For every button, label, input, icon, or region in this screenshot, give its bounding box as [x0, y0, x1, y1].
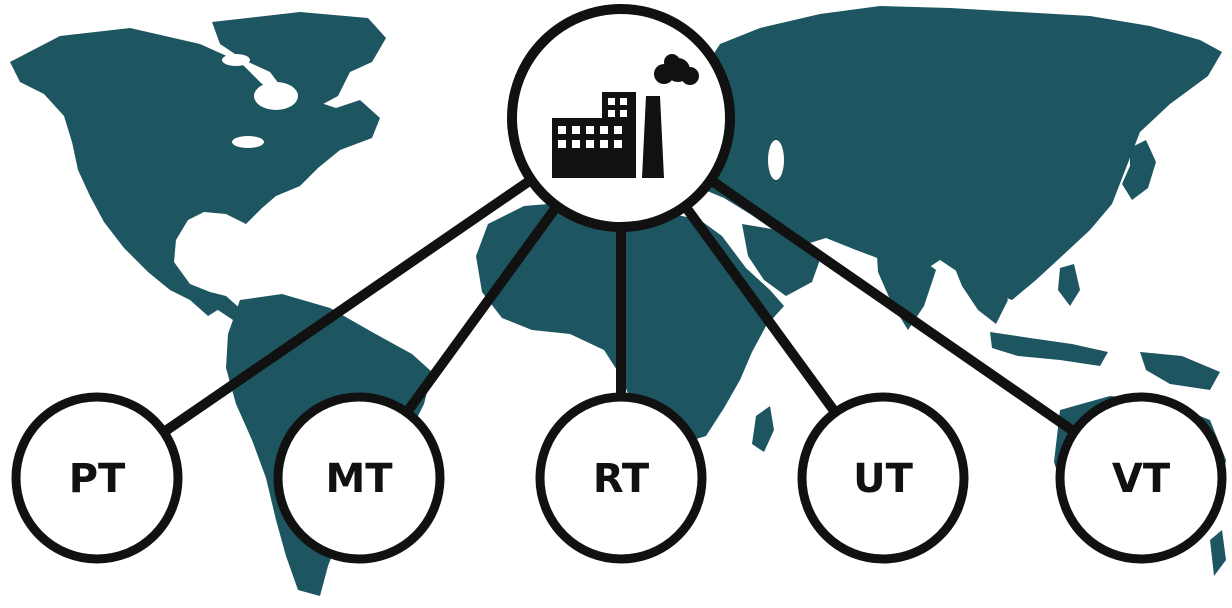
node-vt: VT [1055, 392, 1227, 564]
island-indonesia [990, 332, 1108, 366]
continent-greenland [212, 12, 386, 110]
node-mt-label: MT [325, 456, 393, 502]
node-ut-circle [797, 392, 969, 564]
continent-india [876, 240, 936, 330]
island-philippines [1058, 264, 1080, 306]
connection-line-ut [681, 203, 840, 416]
continent-indochina [950, 256, 1008, 324]
hudson-bay [254, 82, 298, 110]
island-new-guinea [1140, 352, 1220, 390]
arctic-island-gap [222, 54, 250, 66]
caspian-sea [768, 140, 784, 180]
factory-icon [552, 54, 699, 178]
node-mt: MT [273, 392, 445, 564]
connection-line-mt [402, 203, 561, 416]
factory-windows [558, 98, 627, 148]
inland-water [222, 54, 784, 180]
node-rt-label: RT [593, 456, 650, 502]
node-vt-circle [1055, 392, 1227, 564]
node-ut-label: UT [853, 456, 913, 502]
great-lakes [232, 136, 264, 148]
connection-line-vt [707, 175, 1078, 437]
node-vt-label: VT [1112, 456, 1171, 502]
node-pt-label: PT [69, 456, 126, 502]
island-japan [1122, 140, 1156, 200]
connection-lines [160, 175, 1078, 437]
island-madagascar [752, 406, 774, 452]
connection-line-pt [160, 175, 534, 437]
node-rt: RT [535, 392, 707, 564]
node-mt-circle [273, 392, 445, 564]
island-new-zealand [1210, 530, 1226, 576]
node-pt-circle [11, 392, 183, 564]
hub-node [507, 4, 735, 232]
node-ut: UT [797, 392, 969, 564]
node-rt-circle [535, 392, 707, 564]
node-pt: PT [11, 392, 183, 564]
continent-africa [476, 202, 784, 444]
